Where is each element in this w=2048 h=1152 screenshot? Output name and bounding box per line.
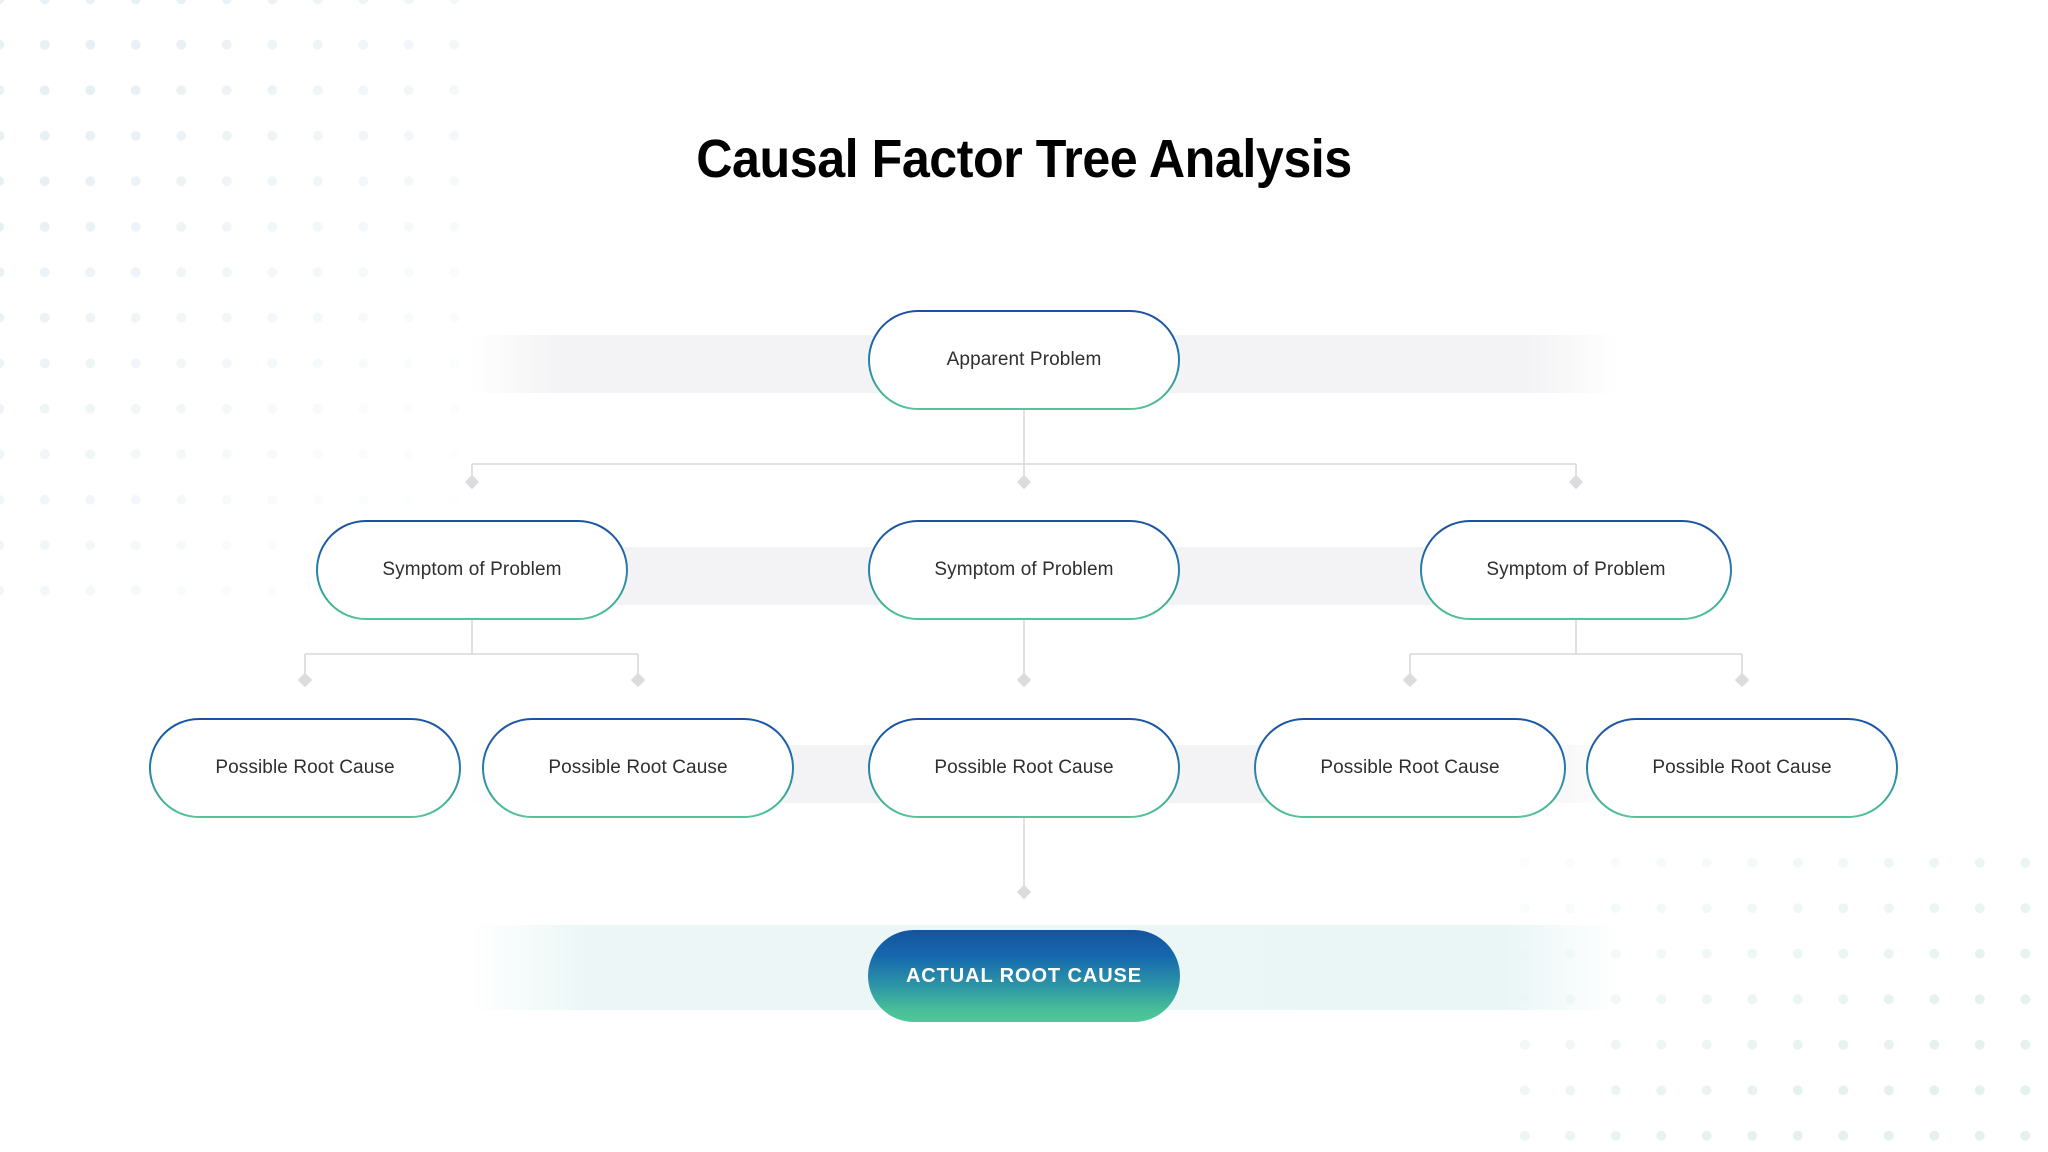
node-possible-root-cause-5[interactable]: Possible Root Cause [1586,718,1898,818]
node-label: Possible Root Cause [1652,757,1832,778]
node-possible-root-cause-2[interactable]: Possible Root Cause [482,718,794,818]
node-label: Possible Root Cause [548,757,728,778]
node-label: Apparent Problem [946,349,1102,370]
node-symptom-of-problem-2[interactable]: Symptom of Problem [868,520,1180,620]
node-possible-root-cause-3[interactable]: Possible Root Cause [868,718,1180,818]
node-label: Symptom of Problem [1486,559,1666,580]
node-possible-root-cause-4[interactable]: Possible Root Cause [1254,718,1566,818]
node-label: ACTUAL ROOT CAUSE [905,964,1143,987]
decorative-dot-pattern-bottom-right [1488,822,2048,1152]
node-symptom-of-problem-1[interactable]: Symptom of Problem [316,520,628,620]
node-label: Possible Root Cause [215,757,395,778]
node-label: Possible Root Cause [1320,757,1500,778]
node-apparent-problem[interactable]: Apparent Problem [868,310,1180,410]
node-label: Possible Root Cause [934,757,1114,778]
node-label: Symptom of Problem [382,559,562,580]
page-title: Causal Factor Tree Analysis [696,129,1352,189]
node-actual-root-cause[interactable]: ACTUAL ROOT CAUSE [868,930,1180,1022]
decorative-dot-pattern-top-left [0,0,460,600]
node-label: Symptom of Problem [934,559,1114,580]
node-possible-root-cause-1[interactable]: Possible Root Cause [149,718,461,818]
node-symptom-of-problem-3[interactable]: Symptom of Problem [1420,520,1732,620]
